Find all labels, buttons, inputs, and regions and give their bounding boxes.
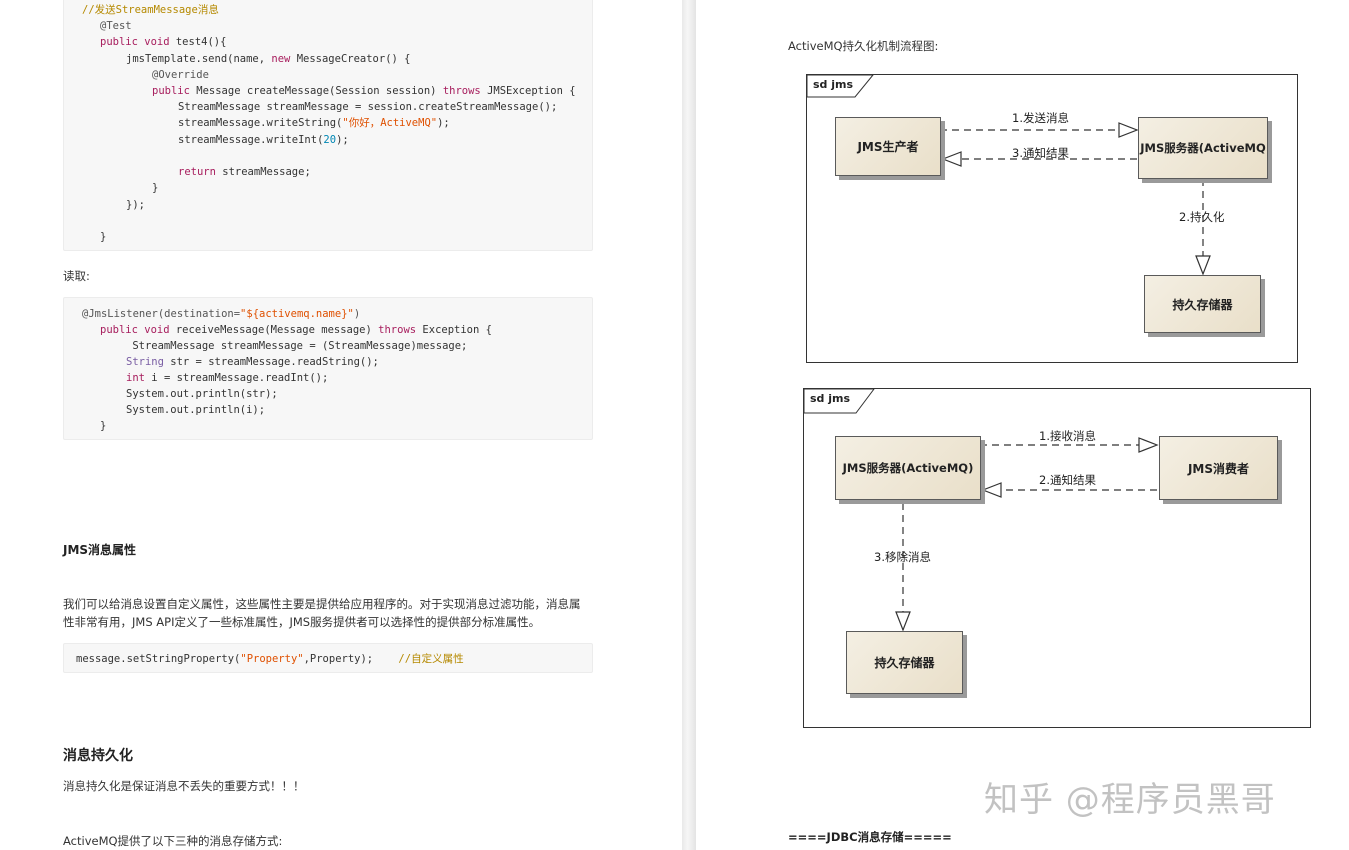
- diagram2-msg-remove: 3.移除消息: [874, 550, 931, 564]
- diagram2-frame-label: sd jms: [810, 392, 851, 405]
- code-block-receive-message: @JmsListener(destination="${activemq.nam…: [63, 297, 593, 440]
- diagram1-frame-label: sd jms: [813, 78, 854, 91]
- code-line: int i = streamMessage.readInt();: [126, 372, 329, 384]
- code-line: public void test4(){: [100, 36, 227, 48]
- sequence-diagram-producer: sd jms JMS生产者 JMS服务器(ActiveMQ 持久存储器 1.发送…: [806, 74, 1298, 363]
- sequence-diagram-consumer: sd jms JMS服务器(ActiveMQ) JMS消费者 持久存储器 1.接…: [803, 388, 1311, 728]
- persist-paragraph: 消息持久化是保证消息不丢失的重要方式！！！: [63, 779, 305, 793]
- code-line: }: [152, 182, 159, 194]
- props-paragraph-line1: 我们可以给消息设置自定义属性，这些属性主要是提供给应用程序的。对于实现消息过滤功…: [63, 597, 581, 611]
- diagram1-msg-persist: 2.持久化: [1179, 210, 1225, 224]
- storage-paragraph: ActiveMQ提供了以下三种的消息存储方式:: [63, 834, 283, 848]
- code-line: return streamMessage;: [178, 166, 311, 178]
- code-line: StreamMessage streamMessage = (StreamMes…: [126, 340, 468, 352]
- zhihu-watermark: 知乎 @程序员黑哥: [984, 780, 1276, 820]
- diagram2-msg-receive: 1.接收消息: [1039, 429, 1096, 443]
- jdbc-storage-title: ====JDBC消息存储=====: [788, 830, 952, 844]
- code-line: public Message createMessage(Session ses…: [152, 85, 576, 97]
- code-block-send-stream-message: //发送StreamMessage消息 @Test public void test…: [63, 0, 593, 251]
- code-line: @Test: [100, 20, 132, 32]
- code-line: streamMessage.writeInt(20);: [178, 134, 349, 146]
- diagram2-connectors: [803, 388, 1159, 632]
- code-line: }: [100, 420, 107, 432]
- producer-box: JMS生产者: [835, 117, 941, 176]
- right-page: ActiveMQ持久化机制流程图: sd jms JMS生产者 JMS服务器(A…: [696, 0, 1349, 850]
- code-line: jmsTemplate.send(name, new MessageCreato…: [126, 53, 411, 65]
- code-line: System.out.println(str);: [126, 388, 278, 400]
- section-title-persistence: 消息持久化: [63, 748, 133, 764]
- code-line: //发送StreamMessage消息: [82, 4, 219, 16]
- code-line: streamMessage.writeString("你好，ActiveMQ")…: [178, 117, 450, 129]
- code-line: StreamMessage streamMessage = session.cr…: [178, 101, 558, 113]
- code-line: }: [100, 231, 107, 243]
- section-title-jms-properties: JMS消息属性: [63, 543, 137, 557]
- read-label: 读取:: [63, 269, 90, 283]
- diagram1-connectors: [806, 74, 1211, 276]
- flow-title: ActiveMQ持久化机制流程图:: [788, 39, 939, 53]
- page-divider: [682, 0, 696, 850]
- diagram2-msg-notify: 2.通知结果: [1039, 473, 1096, 487]
- diagram1-msg-send: 1.发送消息: [1012, 111, 1069, 125]
- code-block-set-property: message.setStringProperty("Property",Pro…: [63, 643, 593, 673]
- consumer-box: JMS消费者: [1159, 436, 1278, 500]
- left-page: //发送StreamMessage消息 @Test public void test…: [63, 0, 593, 848]
- server-box-1: JMS服务器(ActiveMQ: [1138, 117, 1268, 179]
- props-paragraph-line2: 性非常有用，JMS API定义了一些标准属性，JMS服务提供者可以选择性的提供部…: [63, 615, 541, 629]
- diagram1-msg-notify: 3.通知结果: [1012, 146, 1069, 160]
- code-line: System.out.println(i);: [126, 404, 266, 416]
- code-line: String str = streamMessage.readString();: [126, 356, 379, 368]
- code-line: @JmsListener(destination="${activemq.nam…: [82, 308, 361, 320]
- server-box-2: JMS服务器(ActiveMQ): [835, 436, 981, 500]
- code-line: });: [126, 199, 145, 211]
- code-line: @Override: [152, 69, 209, 81]
- code-line: message.setStringProperty("Property",Pro…: [76, 653, 464, 665]
- storage-box-2: 持久存储器: [846, 631, 963, 694]
- code-line: public void receiveMessage(Message messa…: [100, 324, 492, 336]
- storage-box-1: 持久存储器: [1144, 275, 1261, 333]
